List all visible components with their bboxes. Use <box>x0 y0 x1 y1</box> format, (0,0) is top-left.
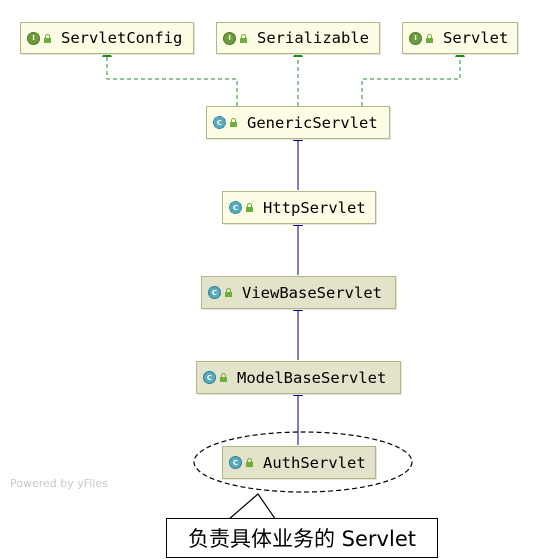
edge-generic-servlet-to-servlet <box>361 47 465 106</box>
lock-icon <box>44 33 51 43</box>
node-label: ViewBaseServlet <box>242 283 382 302</box>
abstract-class-icon: C <box>229 201 242 214</box>
node-servlet-config[interactable]: I ServletConfig <box>20 22 194 54</box>
class-icon: C <box>208 286 221 299</box>
watermark: Powered by yFiles <box>10 477 108 490</box>
highlight-ellipse <box>193 431 413 493</box>
node-label: AuthServlet <box>263 453 366 472</box>
class-icon: C <box>229 456 242 469</box>
edge-generic-servlet-to-servlet-config <box>102 47 238 106</box>
callout-pointer <box>227 493 277 521</box>
node-label: Servlet <box>443 29 509 47</box>
node-serializable[interactable]: I Serializable <box>216 22 380 54</box>
abstract-class-icon: C <box>213 116 226 129</box>
interface-icon: I <box>27 31 40 45</box>
node-auth-servlet[interactable]: C AuthServlet <box>222 446 376 479</box>
node-model-base-servlet[interactable]: C ModelBaseServlet <box>196 361 401 394</box>
lock-icon <box>246 203 253 212</box>
lock-icon <box>220 373 227 382</box>
interface-icon: I <box>409 31 422 45</box>
node-label: ModelBaseServlet <box>237 368 387 387</box>
node-label: GenericServlet <box>247 113 378 132</box>
lock-icon <box>246 458 253 467</box>
node-http-servlet[interactable]: C HttpServlet <box>222 191 376 224</box>
lock-icon <box>225 288 232 297</box>
node-label: ServletConfig <box>61 29 183 47</box>
class-icon: C <box>203 371 216 384</box>
node-servlet[interactable]: I Servlet <box>402 22 518 54</box>
lock-icon <box>240 33 247 43</box>
interface-icon: I <box>223 31 236 45</box>
lock-icon <box>426 33 433 43</box>
node-label: Serializable <box>257 29 369 47</box>
node-generic-servlet[interactable]: C GenericServlet <box>206 106 390 139</box>
node-label: HttpServlet <box>263 198 366 217</box>
lock-icon <box>230 118 237 127</box>
node-view-base-servlet[interactable]: C ViewBaseServlet <box>201 276 396 309</box>
callout-box: 负责具体业务的 Servlet <box>166 518 438 558</box>
callout-text: 负责具体业务的 Servlet <box>188 527 416 551</box>
